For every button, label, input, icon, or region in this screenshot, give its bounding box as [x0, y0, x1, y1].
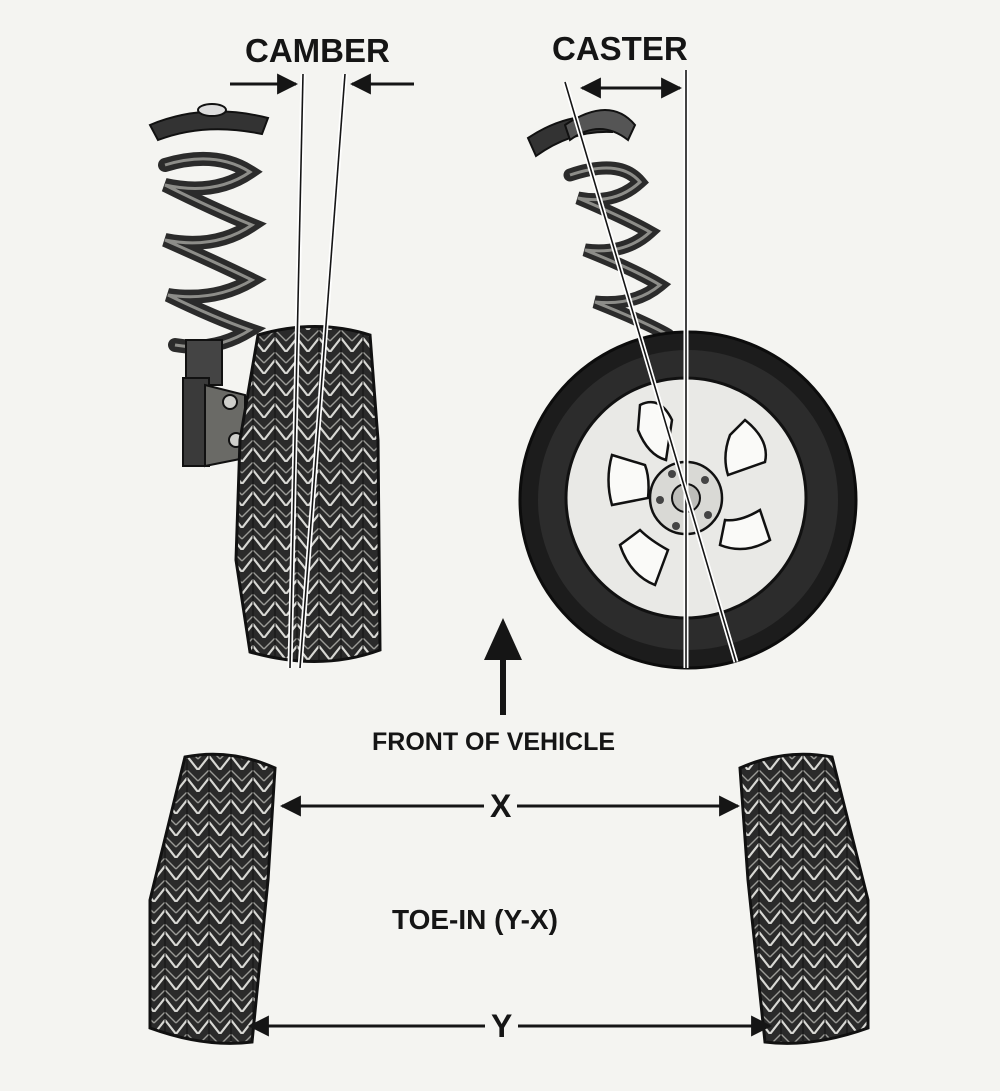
- caster-label: CASTER: [552, 30, 688, 67]
- toe-left-tire: [148, 752, 277, 1045]
- camber-reference-lines: [287, 73, 348, 669]
- caster-strut-assembly: [526, 109, 675, 342]
- camber-tire: [234, 325, 382, 663]
- x-dimension-label: X: [484, 790, 518, 822]
- camber-strut-assembly: [148, 103, 270, 468]
- camber-label: CAMBER: [245, 32, 390, 69]
- front-of-vehicle-arrow: [484, 618, 522, 715]
- toe-right-tire: [738, 752, 870, 1045]
- toe-in-label: TOE-IN (Y-X): [392, 904, 558, 935]
- y-dimension-label: Y: [485, 1010, 519, 1042]
- front-of-vehicle-label: FRONT OF VEHICLE: [372, 728, 616, 756]
- caster-reference-lines: [562, 70, 739, 668]
